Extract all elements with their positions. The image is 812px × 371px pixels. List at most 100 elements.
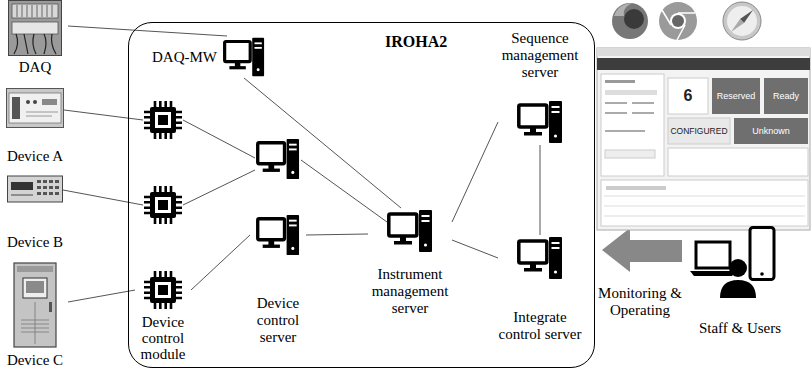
connector — [540, 145, 541, 235]
node-icon — [517, 99, 563, 145]
region-title: IROHA2 — [385, 33, 447, 51]
node-icon — [8, 176, 63, 202]
chrome-icon — [672, 15, 684, 27]
chip-icon — [144, 101, 182, 139]
chip-icon — [144, 186, 182, 224]
node-label: Staff & Users — [684, 320, 796, 337]
users-node: Staff & Users — [684, 226, 796, 337]
action-label: Monitoring & Operating — [598, 276, 682, 327]
node-label: Sequence management server — [498, 30, 582, 81]
wire — [183, 170, 255, 205]
node-icon — [8, 0, 62, 56]
node-label: Device A — [2, 148, 68, 165]
node-label: Device C — [2, 352, 68, 369]
node-icon — [519, 101, 562, 143]
server-node: Device control server — [250, 213, 306, 346]
server-node: Instrument management server — [368, 208, 452, 317]
node-icon — [519, 237, 562, 279]
wire — [64, 110, 143, 120]
node-icon — [225, 38, 264, 76]
screen-text: Unknown — [734, 118, 808, 144]
node-icon — [143, 270, 183, 310]
firefox-icon — [612, 3, 648, 39]
screen-frame — [597, 48, 810, 230]
device-node: Device A — [2, 88, 68, 165]
device-node: Device C — [2, 262, 68, 369]
node-label: DAQ-MW — [152, 49, 217, 66]
firefox-icon — [614, 3, 632, 16]
node-icon — [258, 215, 299, 255]
node-label: Integrate control server — [498, 309, 582, 343]
screen-line — [632, 102, 654, 104]
node-icon — [9, 1, 62, 56]
screen-text: CONFIGURED — [668, 118, 730, 144]
screen-card — [668, 148, 808, 176]
screen-line — [632, 112, 654, 114]
chrome-icon — [662, 10, 695, 40]
connector — [68, 290, 135, 302]
server-node: Sequence management server — [498, 30, 582, 145]
firefox-icon — [624, 9, 644, 29]
node-icon — [144, 271, 182, 309]
screen-card — [734, 118, 808, 144]
screenshot — [597, 48, 810, 230]
screen-line — [605, 130, 645, 132]
screen-line — [605, 112, 627, 114]
screen-panel — [601, 74, 664, 176]
node-label: Instrument management server — [368, 266, 452, 317]
node-icon — [690, 228, 774, 299]
connector — [452, 122, 498, 222]
wire — [183, 120, 255, 158]
screen-line — [605, 150, 655, 158]
system-region: IROHA2DAQ-MW Sequence management serverDe… — [128, 22, 595, 368]
wire — [301, 160, 387, 222]
screen-line — [604, 196, 805, 216]
screen-card — [668, 78, 708, 114]
connector — [244, 78, 401, 208]
daq-node: DAQ — [2, 0, 68, 76]
wire — [63, 190, 143, 205]
chrome-icon — [659, 2, 697, 40]
big-arrow — [602, 228, 682, 272]
connector — [68, 26, 227, 36]
node-icon — [14, 263, 56, 347]
middleware-node: DAQ-MW — [152, 36, 267, 78]
screen-table — [601, 180, 808, 226]
connector — [191, 235, 250, 290]
safari-icon — [727, 6, 757, 36]
node-icon — [255, 213, 301, 257]
connector — [452, 240, 498, 258]
node-icon — [13, 262, 57, 348]
screen-line — [605, 80, 635, 83]
node-label: Device B — [2, 234, 68, 251]
computer-icon — [258, 139, 299, 179]
screen-card — [712, 78, 760, 114]
node-label: Device control module — [135, 314, 191, 362]
safari-icon — [723, 2, 761, 40]
node-icon — [7, 172, 63, 206]
server-node: Integrate control server — [498, 235, 582, 343]
node-icon — [387, 208, 433, 254]
screen-text: 6 — [668, 78, 708, 114]
screen-header — [597, 58, 810, 70]
screen-card — [764, 78, 808, 114]
node-label: Device control server — [250, 295, 306, 346]
node-label: DAQ — [2, 59, 68, 76]
screen-line — [605, 90, 657, 95]
chrome-icon — [670, 13, 686, 29]
wire — [63, 110, 387, 222]
browser-icons — [612, 2, 761, 40]
screen-line — [606, 186, 666, 190]
node-icon — [389, 210, 432, 252]
node-icon — [6, 88, 64, 128]
screen-line — [605, 102, 627, 104]
module-node: Device control module — [135, 270, 191, 362]
device-node: Device B — [2, 172, 68, 251]
screen-text: Ready — [764, 78, 808, 114]
screen-card — [668, 118, 730, 144]
safari-icon — [731, 19, 744, 32]
node-icon — [517, 235, 563, 281]
connector — [306, 234, 368, 235]
node-icon — [690, 226, 790, 298]
screen-tabbar — [597, 48, 810, 56]
